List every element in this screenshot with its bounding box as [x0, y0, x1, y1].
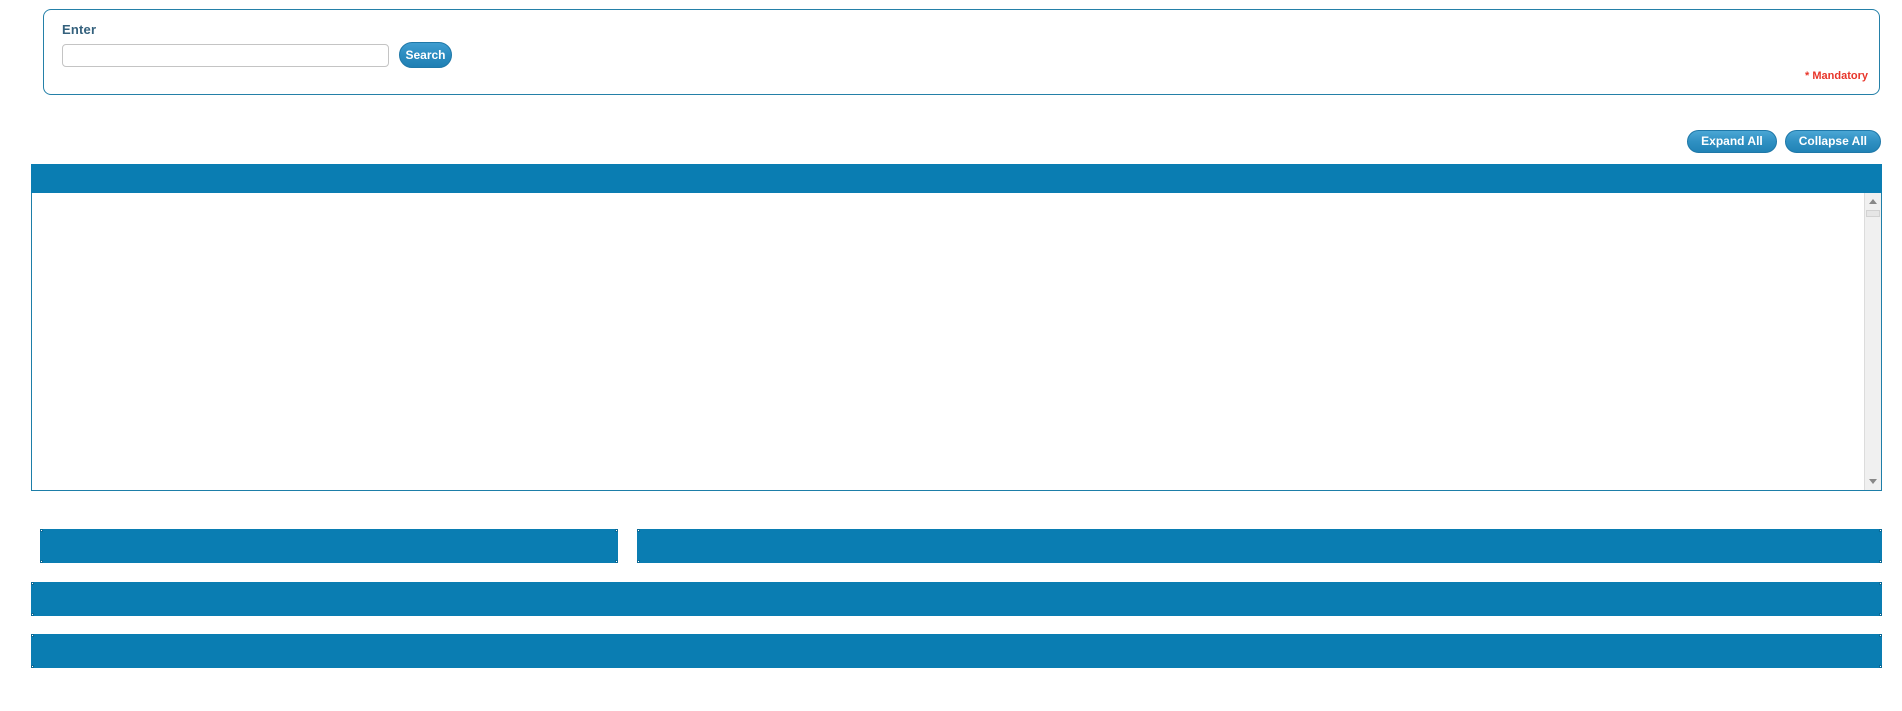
- triangle-up-icon: [1869, 199, 1877, 204]
- scrollbar-thumb[interactable]: [1866, 210, 1880, 217]
- triangle-down-icon: [1869, 479, 1877, 484]
- resize-handle-icon: [31, 613, 34, 616]
- search-form-panel: Enter Search * Mandatory: [43, 9, 1880, 95]
- scroll-up-arrow-icon[interactable]: [1865, 193, 1881, 210]
- resize-handle-icon: [637, 529, 640, 532]
- resize-handle-icon: [40, 529, 43, 532]
- resize-handle-icon: [1879, 665, 1882, 668]
- resize-handle-icon: [615, 560, 618, 563]
- resize-handle-icon: [1879, 529, 1882, 532]
- resize-handle-icon: [1879, 560, 1882, 563]
- resize-handle-icon: [31, 634, 34, 637]
- search-button[interactable]: Search: [399, 42, 452, 68]
- results-header-bar[interactable]: [31, 164, 1882, 193]
- results-content-area: [32, 193, 1864, 490]
- resize-handle-icon: [31, 665, 34, 668]
- resize-handle-icon: [637, 560, 640, 563]
- enter-label: Enter: [62, 22, 97, 37]
- results-body-panel: [31, 193, 1882, 491]
- expand-collapse-toolbar: Expand All Collapse All: [1687, 130, 1881, 153]
- resize-handle-icon: [1879, 634, 1882, 637]
- expand-all-button[interactable]: Expand All: [1687, 130, 1777, 153]
- scrollbar-track[interactable]: [1865, 210, 1881, 473]
- resize-handle-icon: [1879, 582, 1882, 585]
- section-bar-1[interactable]: [40, 529, 618, 563]
- search-input[interactable]: [62, 44, 389, 67]
- resize-handle-icon: [615, 529, 618, 532]
- section-bar-3[interactable]: [31, 582, 1882, 616]
- mandatory-note: * Mandatory: [1805, 70, 1868, 82]
- results-vertical-scrollbar[interactable]: [1864, 193, 1881, 490]
- collapse-all-button[interactable]: Collapse All: [1784, 130, 1881, 153]
- section-bar-2[interactable]: [637, 529, 1882, 563]
- scroll-down-arrow-icon[interactable]: [1865, 473, 1881, 490]
- section-bar-4[interactable]: [31, 634, 1882, 668]
- resize-handle-icon: [1879, 613, 1882, 616]
- resize-handle-icon: [31, 582, 34, 585]
- resize-handle-icon: [40, 560, 43, 563]
